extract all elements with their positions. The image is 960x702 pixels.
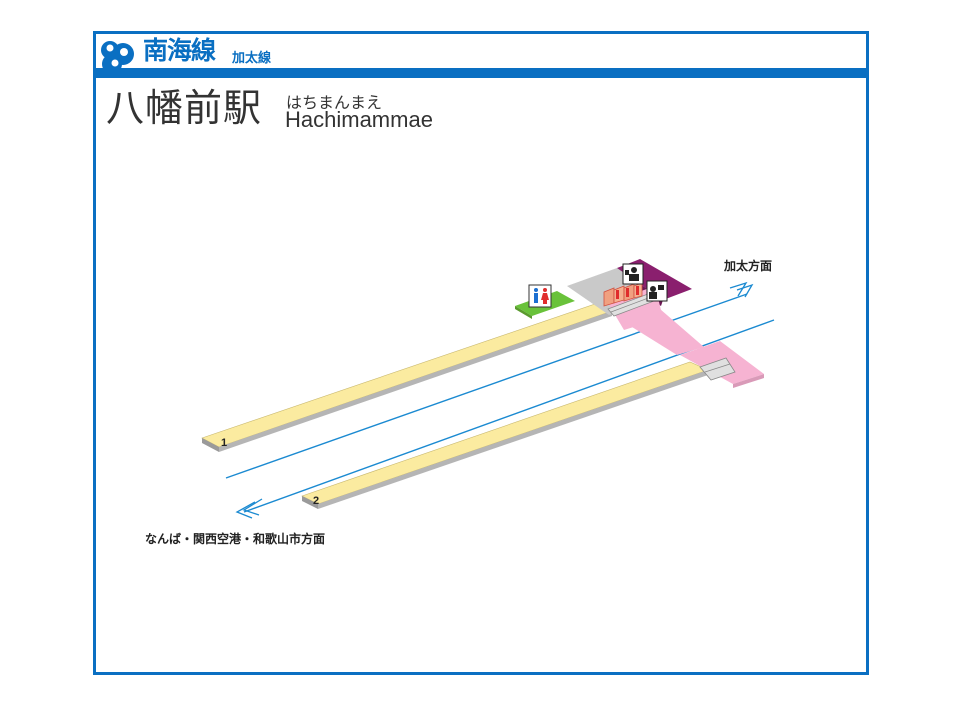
stairs-lower xyxy=(699,357,736,381)
line-name-en: NANKAI LINE xyxy=(143,102,209,112)
header-stripe: NANKAI LINE &KADA LINE xyxy=(96,68,866,112)
sub-line-name: 加太線 xyxy=(232,51,272,66)
ticket-gate-icon xyxy=(603,282,643,307)
arrow-lower-icon xyxy=(235,498,263,519)
platform-1 xyxy=(201,302,613,452)
ticket-office-icon xyxy=(622,263,644,285)
station-kana: はちまんまえ xyxy=(286,93,383,112)
platform-2 xyxy=(301,361,709,509)
station-staff-icon xyxy=(646,280,668,302)
station-roman: Hachimammae xyxy=(285,107,433,132)
platform-number-1: 1 xyxy=(221,437,227,449)
direction-label-upper: 加太方面 xyxy=(723,258,772,273)
line-name: 南海線 xyxy=(143,36,216,65)
platform-number-2: 2 xyxy=(313,495,319,507)
direction-label-lower: なんば・関西空港・和歌山市方面 xyxy=(145,531,325,546)
station-map-frame: 南海線 加太線 NANKAI LINE &KADA LINE 八幡前駅 はちまん… xyxy=(93,31,869,675)
arrow-upper-icon xyxy=(729,281,754,298)
toilet-icon xyxy=(528,284,552,308)
header: 南海線 加太線 xyxy=(96,34,866,74)
station-name: 八幡前駅 xyxy=(106,86,263,130)
sub-line-name-en: &KADA LINE xyxy=(232,104,274,111)
